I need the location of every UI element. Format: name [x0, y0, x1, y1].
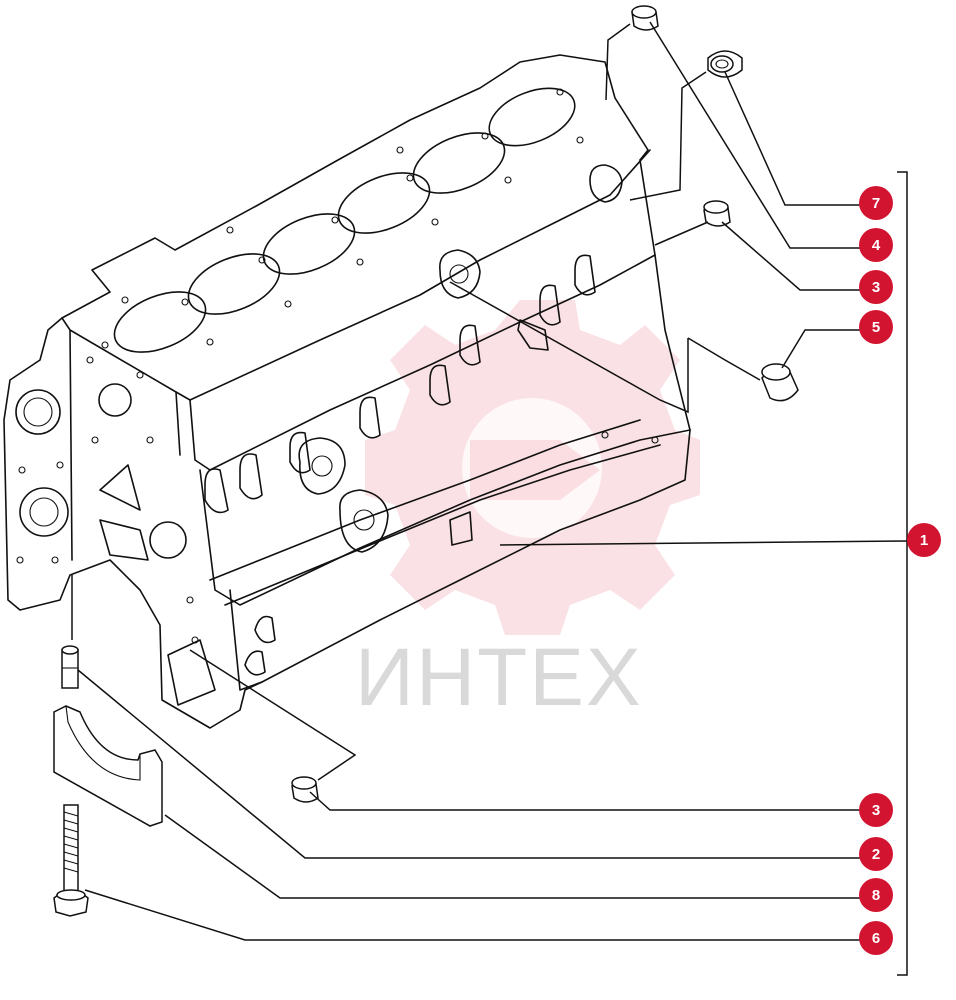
callout-8: 8 — [859, 878, 893, 912]
assembly-bracket — [897, 171, 908, 976]
callout-2-label: 2 — [872, 846, 880, 863]
bolt-part-6 — [53, 804, 89, 917]
leader-lines — [71, 21, 909, 941]
callout-3-lower: 3 — [859, 793, 893, 827]
callout-1-label: 1 — [920, 532, 928, 549]
engine-block-part-1 — [3, 54, 691, 729]
callout-3-upper: 3 — [859, 270, 893, 304]
callout-7-label: 7 — [872, 195, 880, 212]
deck-bolt-holes — [101, 88, 584, 349]
ring-part-7 — [707, 50, 743, 78]
plug-part-3-right — [703, 200, 731, 227]
plug-part-3-bottom — [291, 776, 319, 803]
bearing-cap-part-8 — [53, 705, 163, 827]
front-face-holes — [16, 356, 659, 644]
callout-5-label: 5 — [872, 319, 880, 336]
dowel-part-2 — [61, 645, 79, 689]
watermark-text: ИНТЕХ — [355, 632, 643, 723]
callout-3-lower-label: 3 — [872, 802, 880, 819]
callout-6-label: 6 — [872, 930, 880, 947]
callout-2: 2 — [859, 837, 893, 871]
plug-part-3-top-left — [631, 5, 659, 31]
cap-part-5 — [761, 363, 799, 402]
callout-1: 1 — [907, 523, 941, 557]
watermark-gear-logo — [365, 300, 700, 635]
callout-7: 7 — [859, 186, 893, 220]
callout-5: 5 — [859, 310, 893, 344]
callout-6: 6 — [859, 921, 893, 955]
callout-3-upper-label: 3 — [872, 279, 880, 296]
callout-8-label: 8 — [872, 887, 880, 904]
callout-4: 4 — [859, 228, 893, 262]
callout-4-label: 4 — [872, 237, 881, 254]
